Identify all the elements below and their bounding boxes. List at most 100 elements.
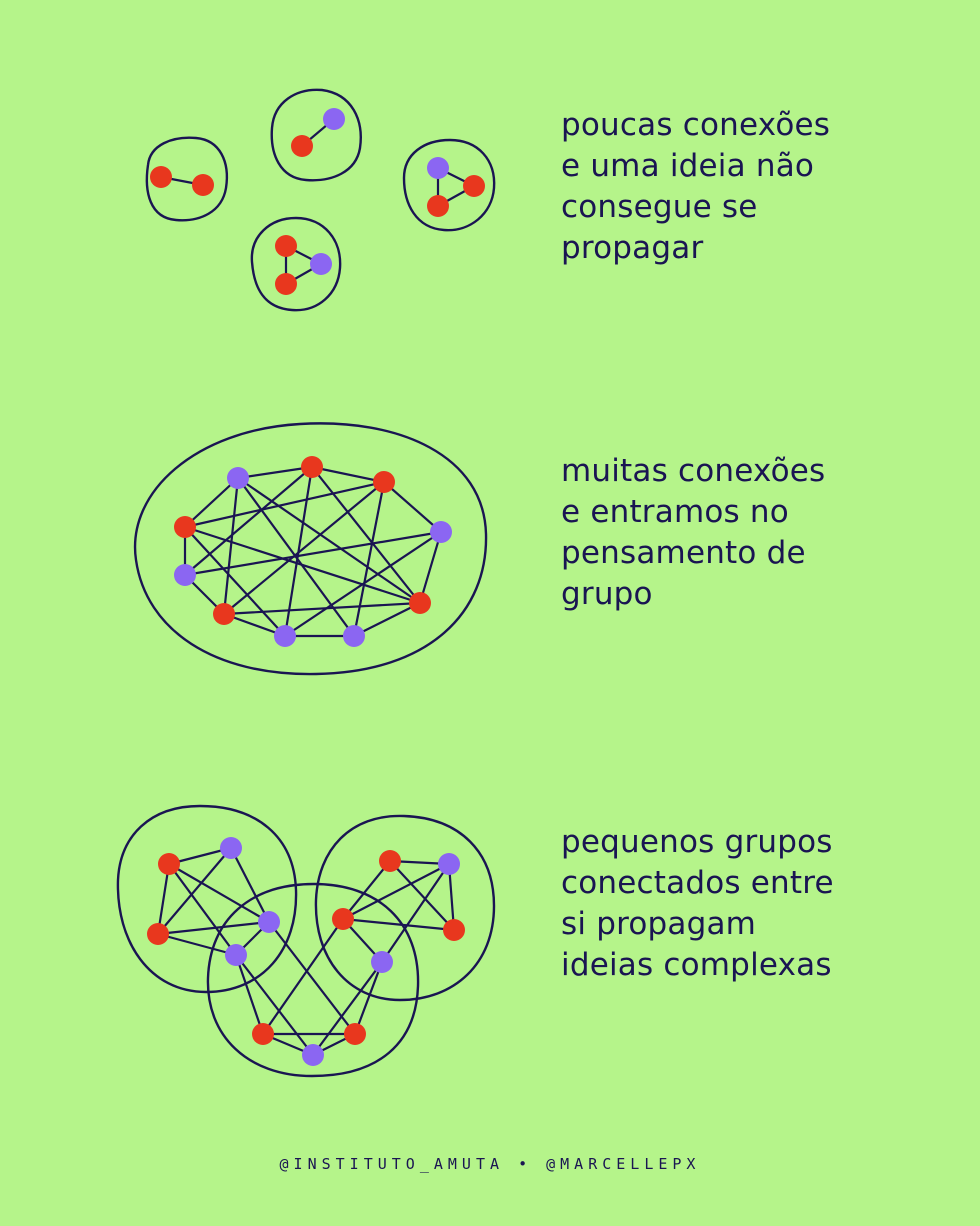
purple-node xyxy=(174,564,196,586)
caption-line: conectados entre xyxy=(561,865,834,901)
red-node xyxy=(147,923,169,945)
cluster-outline xyxy=(402,138,496,232)
red-node xyxy=(443,919,465,941)
connection-edge xyxy=(183,525,287,638)
connection-edge xyxy=(267,920,357,1036)
connection-edge xyxy=(222,480,386,616)
purple-node xyxy=(323,108,345,130)
footer-separator: • xyxy=(518,1155,533,1173)
connection-edge xyxy=(236,465,314,480)
connection-edge xyxy=(353,960,384,1036)
purple-node xyxy=(371,951,393,973)
red-node xyxy=(332,908,354,930)
connection-edge xyxy=(236,476,422,605)
connection-edge xyxy=(229,846,271,924)
purple-node xyxy=(220,837,242,859)
connection-edge xyxy=(183,476,240,529)
connection-edge xyxy=(447,862,456,932)
purple-node xyxy=(430,521,452,543)
red-node xyxy=(301,456,323,478)
connection-edge xyxy=(183,530,443,577)
caption-line: propagar xyxy=(561,230,704,266)
red-node xyxy=(252,1023,274,1045)
red-node xyxy=(275,235,297,257)
connection-edge xyxy=(167,862,238,957)
cluster-outline xyxy=(133,422,488,676)
red-node xyxy=(344,1023,366,1045)
red-node xyxy=(463,175,485,197)
purple-node xyxy=(227,467,249,489)
few-connections-caption: poucas conexões e uma ideia não consegue… xyxy=(561,105,961,269)
caption-line: poucas conexões xyxy=(561,107,831,143)
connection-edge xyxy=(310,465,386,484)
red-node xyxy=(174,516,196,538)
connection-edge xyxy=(261,917,345,1036)
caption-line: muitas conexões xyxy=(561,453,826,489)
connection-edge xyxy=(283,530,443,638)
many-connections-caption: muitas conexões e entramos no pensamento… xyxy=(561,451,961,615)
caption-line: si propagam xyxy=(561,906,757,942)
connection-edge xyxy=(234,953,315,1057)
purple-node xyxy=(427,157,449,179)
connection-edge xyxy=(418,530,443,605)
connection-edge xyxy=(380,862,451,964)
purple-node xyxy=(274,625,296,647)
purple-node xyxy=(258,911,280,933)
red-node xyxy=(275,273,297,295)
connection-edge xyxy=(156,932,238,957)
connection-edge xyxy=(341,862,451,921)
red-node xyxy=(409,592,431,614)
connection-edge xyxy=(310,465,422,605)
connection-edge xyxy=(183,480,386,529)
caption-line: grupo xyxy=(561,576,653,612)
connection-edge xyxy=(388,859,456,932)
cluster-outline xyxy=(250,216,342,312)
connection-edge xyxy=(341,859,392,921)
connection-edge xyxy=(352,480,386,638)
connection-edge xyxy=(341,917,456,932)
few-connections-diagram xyxy=(145,88,496,312)
connected-groups-caption: pequenos grupos conectados entre si prop… xyxy=(561,822,961,986)
cluster-outline xyxy=(206,882,420,1078)
many-connections-diagram xyxy=(133,422,488,676)
purple-node xyxy=(343,625,365,647)
footer-credits: @INSTITUTO_AMUTA • @MARCELLEPX xyxy=(0,1155,980,1173)
connection-edge xyxy=(156,920,271,936)
caption-line: e entramos no xyxy=(561,494,789,530)
connection-edge xyxy=(352,601,422,638)
instagram-handle-instituto[interactable]: @INSTITUTO_AMUTA xyxy=(279,1155,505,1173)
connection-edge xyxy=(382,480,443,534)
red-node xyxy=(213,603,235,625)
red-node xyxy=(158,853,180,875)
connection-edge xyxy=(222,601,422,616)
caption-line: consegue se xyxy=(561,189,758,225)
connection-edge xyxy=(222,476,240,616)
cluster-outline xyxy=(116,804,298,994)
caption-line: pensamento de xyxy=(561,535,806,571)
caption-line: pequenos grupos xyxy=(561,824,833,860)
connection-edge xyxy=(311,960,384,1057)
connection-edge xyxy=(183,465,314,577)
connection-edge xyxy=(156,846,233,936)
connected-groups-diagram xyxy=(116,804,496,1078)
cluster-outline xyxy=(270,88,362,182)
connection-edge xyxy=(167,862,271,924)
red-node xyxy=(192,174,214,196)
caption-line: ideias complexas xyxy=(561,947,832,983)
red-node xyxy=(373,471,395,493)
purple-node xyxy=(438,853,460,875)
red-node xyxy=(291,135,313,157)
connection-edges xyxy=(156,846,456,1057)
cluster-outline xyxy=(145,136,229,222)
purple-node xyxy=(225,944,247,966)
caption-line: e uma ideia não xyxy=(561,148,815,184)
red-node xyxy=(427,195,449,217)
purple-node xyxy=(310,253,332,275)
red-node xyxy=(379,850,401,872)
red-node xyxy=(150,166,172,188)
connection-edge xyxy=(156,862,171,936)
connection-edge xyxy=(234,953,265,1036)
cluster-outline xyxy=(314,814,496,1002)
instagram-handle-marcelle[interactable]: @MARCELLEPX xyxy=(546,1155,701,1173)
